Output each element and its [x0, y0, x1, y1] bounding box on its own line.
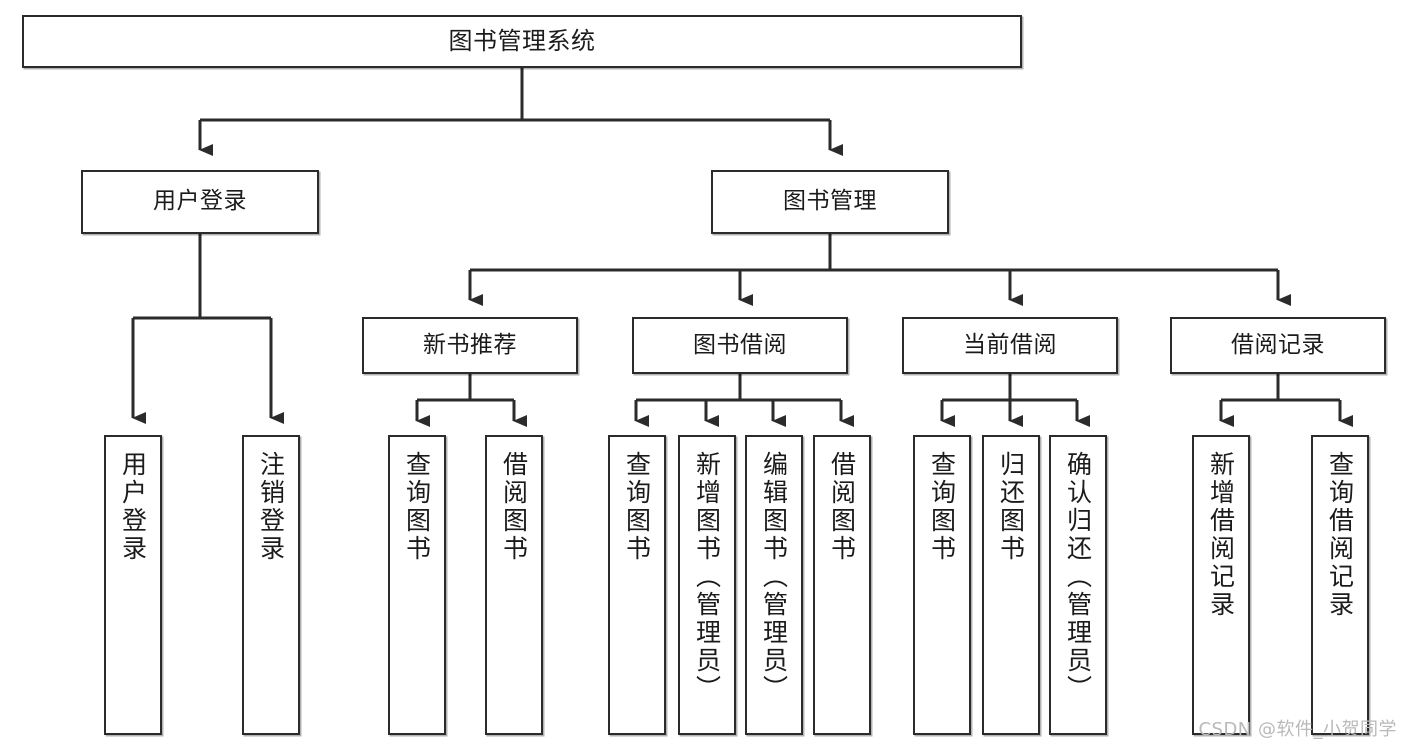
node-leaf-borrow-book-2-label: 借阅图书 — [827, 451, 857, 563]
node-leaf-query-book-2[interactable]: 查询图书 — [608, 435, 666, 735]
node-book-borrow[interactable]: 图书借阅 — [632, 317, 848, 374]
node-leaf-user-login-label: 用户登录 — [118, 451, 148, 563]
node-leaf-query-book-1-label: 查询图书 — [402, 451, 432, 563]
node-book-borrow-label: 图书借阅 — [693, 331, 787, 358]
node-user-login-label: 用户登录 — [153, 188, 247, 215]
node-leaf-borrow-book-1[interactable]: 借阅图书 — [485, 435, 543, 735]
node-leaf-query-record-label: 查询借阅记录 — [1325, 451, 1355, 619]
node-user-login[interactable]: 用户登录 — [81, 170, 319, 234]
node-leaf-logout[interactable]: 注销登录 — [242, 435, 300, 735]
node-leaf-add-record-label: 新增借阅记录 — [1206, 451, 1236, 619]
node-leaf-confirm-return[interactable]: 确认归还（管理员） — [1049, 435, 1107, 735]
node-leaf-edit-book-label: 编辑图书（管理员） — [759, 451, 789, 703]
node-book-management[interactable]: 图书管理 — [711, 170, 949, 234]
node-leaf-confirm-return-label: 确认归还（管理员） — [1063, 451, 1093, 703]
node-current-borrow[interactable]: 当前借阅 — [902, 317, 1118, 374]
node-leaf-query-record[interactable]: 查询借阅记录 — [1311, 435, 1369, 735]
node-borrow-record[interactable]: 借阅记录 — [1170, 317, 1386, 374]
node-current-borrow-label: 当前借阅 — [963, 331, 1057, 358]
node-leaf-add-book[interactable]: 新增图书（管理员） — [678, 435, 736, 735]
node-book-management-label: 图书管理 — [783, 188, 877, 215]
node-leaf-user-login[interactable]: 用户登录 — [104, 435, 162, 735]
node-leaf-query-book-1[interactable]: 查询图书 — [388, 435, 446, 735]
node-leaf-borrow-book-1-label: 借阅图书 — [499, 451, 529, 563]
node-new-book-recommend[interactable]: 新书推荐 — [362, 317, 578, 374]
node-leaf-edit-book[interactable]: 编辑图书（管理员） — [745, 435, 803, 735]
node-root[interactable]: 图书管理系统 — [22, 15, 1022, 68]
node-leaf-return-book-label: 归还图书 — [996, 451, 1026, 563]
node-leaf-add-record[interactable]: 新增借阅记录 — [1192, 435, 1250, 735]
node-borrow-record-label: 借阅记录 — [1231, 331, 1325, 358]
node-leaf-query-book-3[interactable]: 查询图书 — [913, 435, 971, 735]
node-leaf-query-book-2-label: 查询图书 — [622, 451, 652, 563]
node-root-label: 图书管理系统 — [448, 27, 596, 56]
node-leaf-logout-label: 注销登录 — [256, 451, 286, 563]
node-leaf-borrow-book-2[interactable]: 借阅图书 — [813, 435, 871, 735]
node-new-book-recommend-label: 新书推荐 — [423, 331, 517, 358]
node-leaf-add-book-label: 新增图书（管理员） — [692, 451, 722, 703]
node-leaf-query-book-3-label: 查询图书 — [927, 451, 957, 563]
node-leaf-return-book[interactable]: 归还图书 — [982, 435, 1040, 735]
